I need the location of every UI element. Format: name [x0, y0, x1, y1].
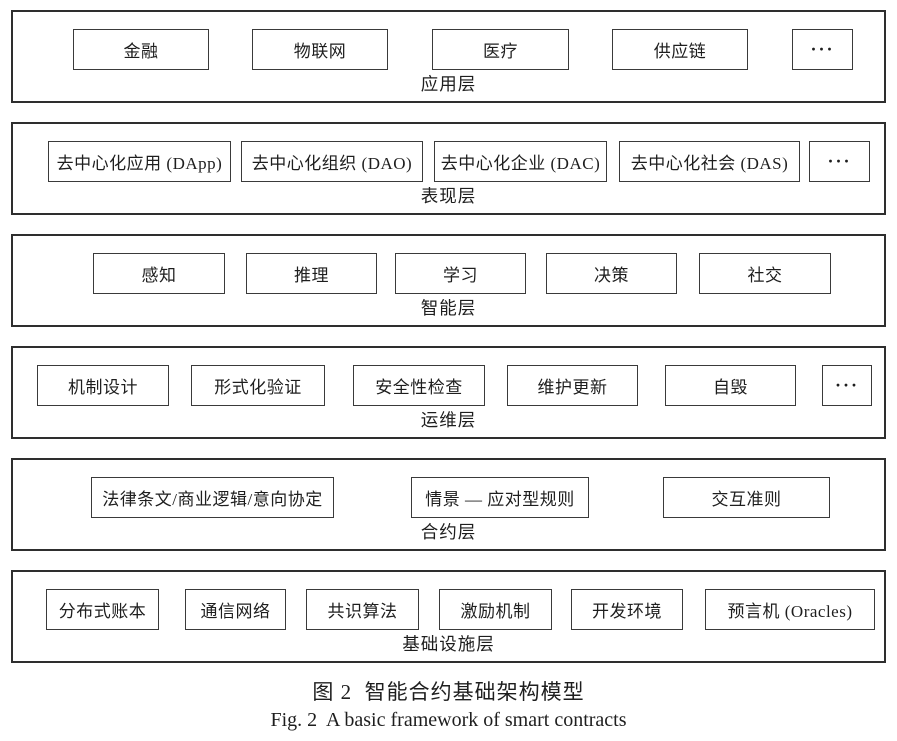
- diagram-box: 社交: [699, 253, 831, 294]
- diagram-box: 去中心化社会 (DAS): [619, 141, 800, 182]
- layer-label: 表现层: [420, 186, 477, 206]
- figure-caption-zh: 图 2 智能合约基础架构模型: [312, 680, 585, 704]
- diagram-box: 法律条文/商业逻辑/意向协定: [91, 477, 334, 518]
- diagram-box: 供应链: [612, 29, 748, 70]
- diagram-box: 开发环境: [571, 589, 683, 630]
- diagram-box: 决策: [546, 253, 677, 294]
- diagram-box: 分布式账本: [46, 589, 159, 630]
- diagram-box: 情景 — 应对型规则: [411, 477, 589, 518]
- diagram-box: 安全性检查: [353, 365, 485, 406]
- layer-label: 智能层: [420, 298, 477, 318]
- layer-1: 金融 物联网 医疗 供应链 ··· 应用层: [11, 10, 886, 103]
- diagram-box: 自毁: [665, 365, 796, 406]
- diagram-box: 去中心化企业 (DAC): [434, 141, 607, 182]
- diagram-box: 感知: [93, 253, 225, 294]
- layer-label: 合约层: [420, 522, 477, 542]
- diagram-box: 医疗: [432, 29, 569, 70]
- diagram-box: 物联网: [252, 29, 388, 70]
- diagram-box: 推理: [246, 253, 377, 294]
- layer-label: 基础设施层: [402, 634, 495, 654]
- ellipsis-box: ···: [809, 141, 870, 182]
- diagram-box: 去中心化组织 (DAO): [241, 141, 423, 182]
- diagram-box: 学习: [395, 253, 526, 294]
- diagram-box: 金融: [73, 29, 209, 70]
- diagram-box: 维护更新: [507, 365, 638, 406]
- layer-6: 分布式账本通信网络共识算法激励机制开发环境预言机 (Oracles) 基础设施层: [11, 570, 886, 663]
- diagram-box: 预言机 (Oracles): [705, 589, 875, 630]
- layer-4: 机制设计形式化验证安全性检查维护更新自毁 ··· 运维层: [11, 346, 886, 439]
- diagram-box: 去中心化应用 (DApp): [48, 141, 231, 182]
- layer-2: 去中心化应用 (DApp)去中心化组织 (DAO) 去中心化企业 (DAC) 去中心…: [11, 122, 886, 215]
- figure-caption-en: Fig. 2 A basic framework of smart contra…: [270, 709, 627, 731]
- layer-3: 感知推理学习决策社交智能层: [11, 234, 886, 327]
- layer-label: 应用层: [420, 74, 477, 94]
- diagram-box: 机制设计: [37, 365, 169, 406]
- diagram-box: 通信网络: [185, 589, 286, 630]
- layer-label: 运维层: [420, 410, 477, 430]
- layer-5: 法律条文/商业逻辑/意向协定 情景 — 应对型规则 交互准则合约层: [11, 458, 886, 551]
- ellipsis-box: ···: [822, 365, 872, 406]
- diagram-box: 共识算法: [306, 589, 419, 630]
- diagram-box: 激励机制: [439, 589, 552, 630]
- diagram-box: 交互准则: [663, 477, 830, 518]
- diagram-box: 形式化验证: [191, 365, 325, 406]
- ellipsis-box: ···: [792, 29, 853, 70]
